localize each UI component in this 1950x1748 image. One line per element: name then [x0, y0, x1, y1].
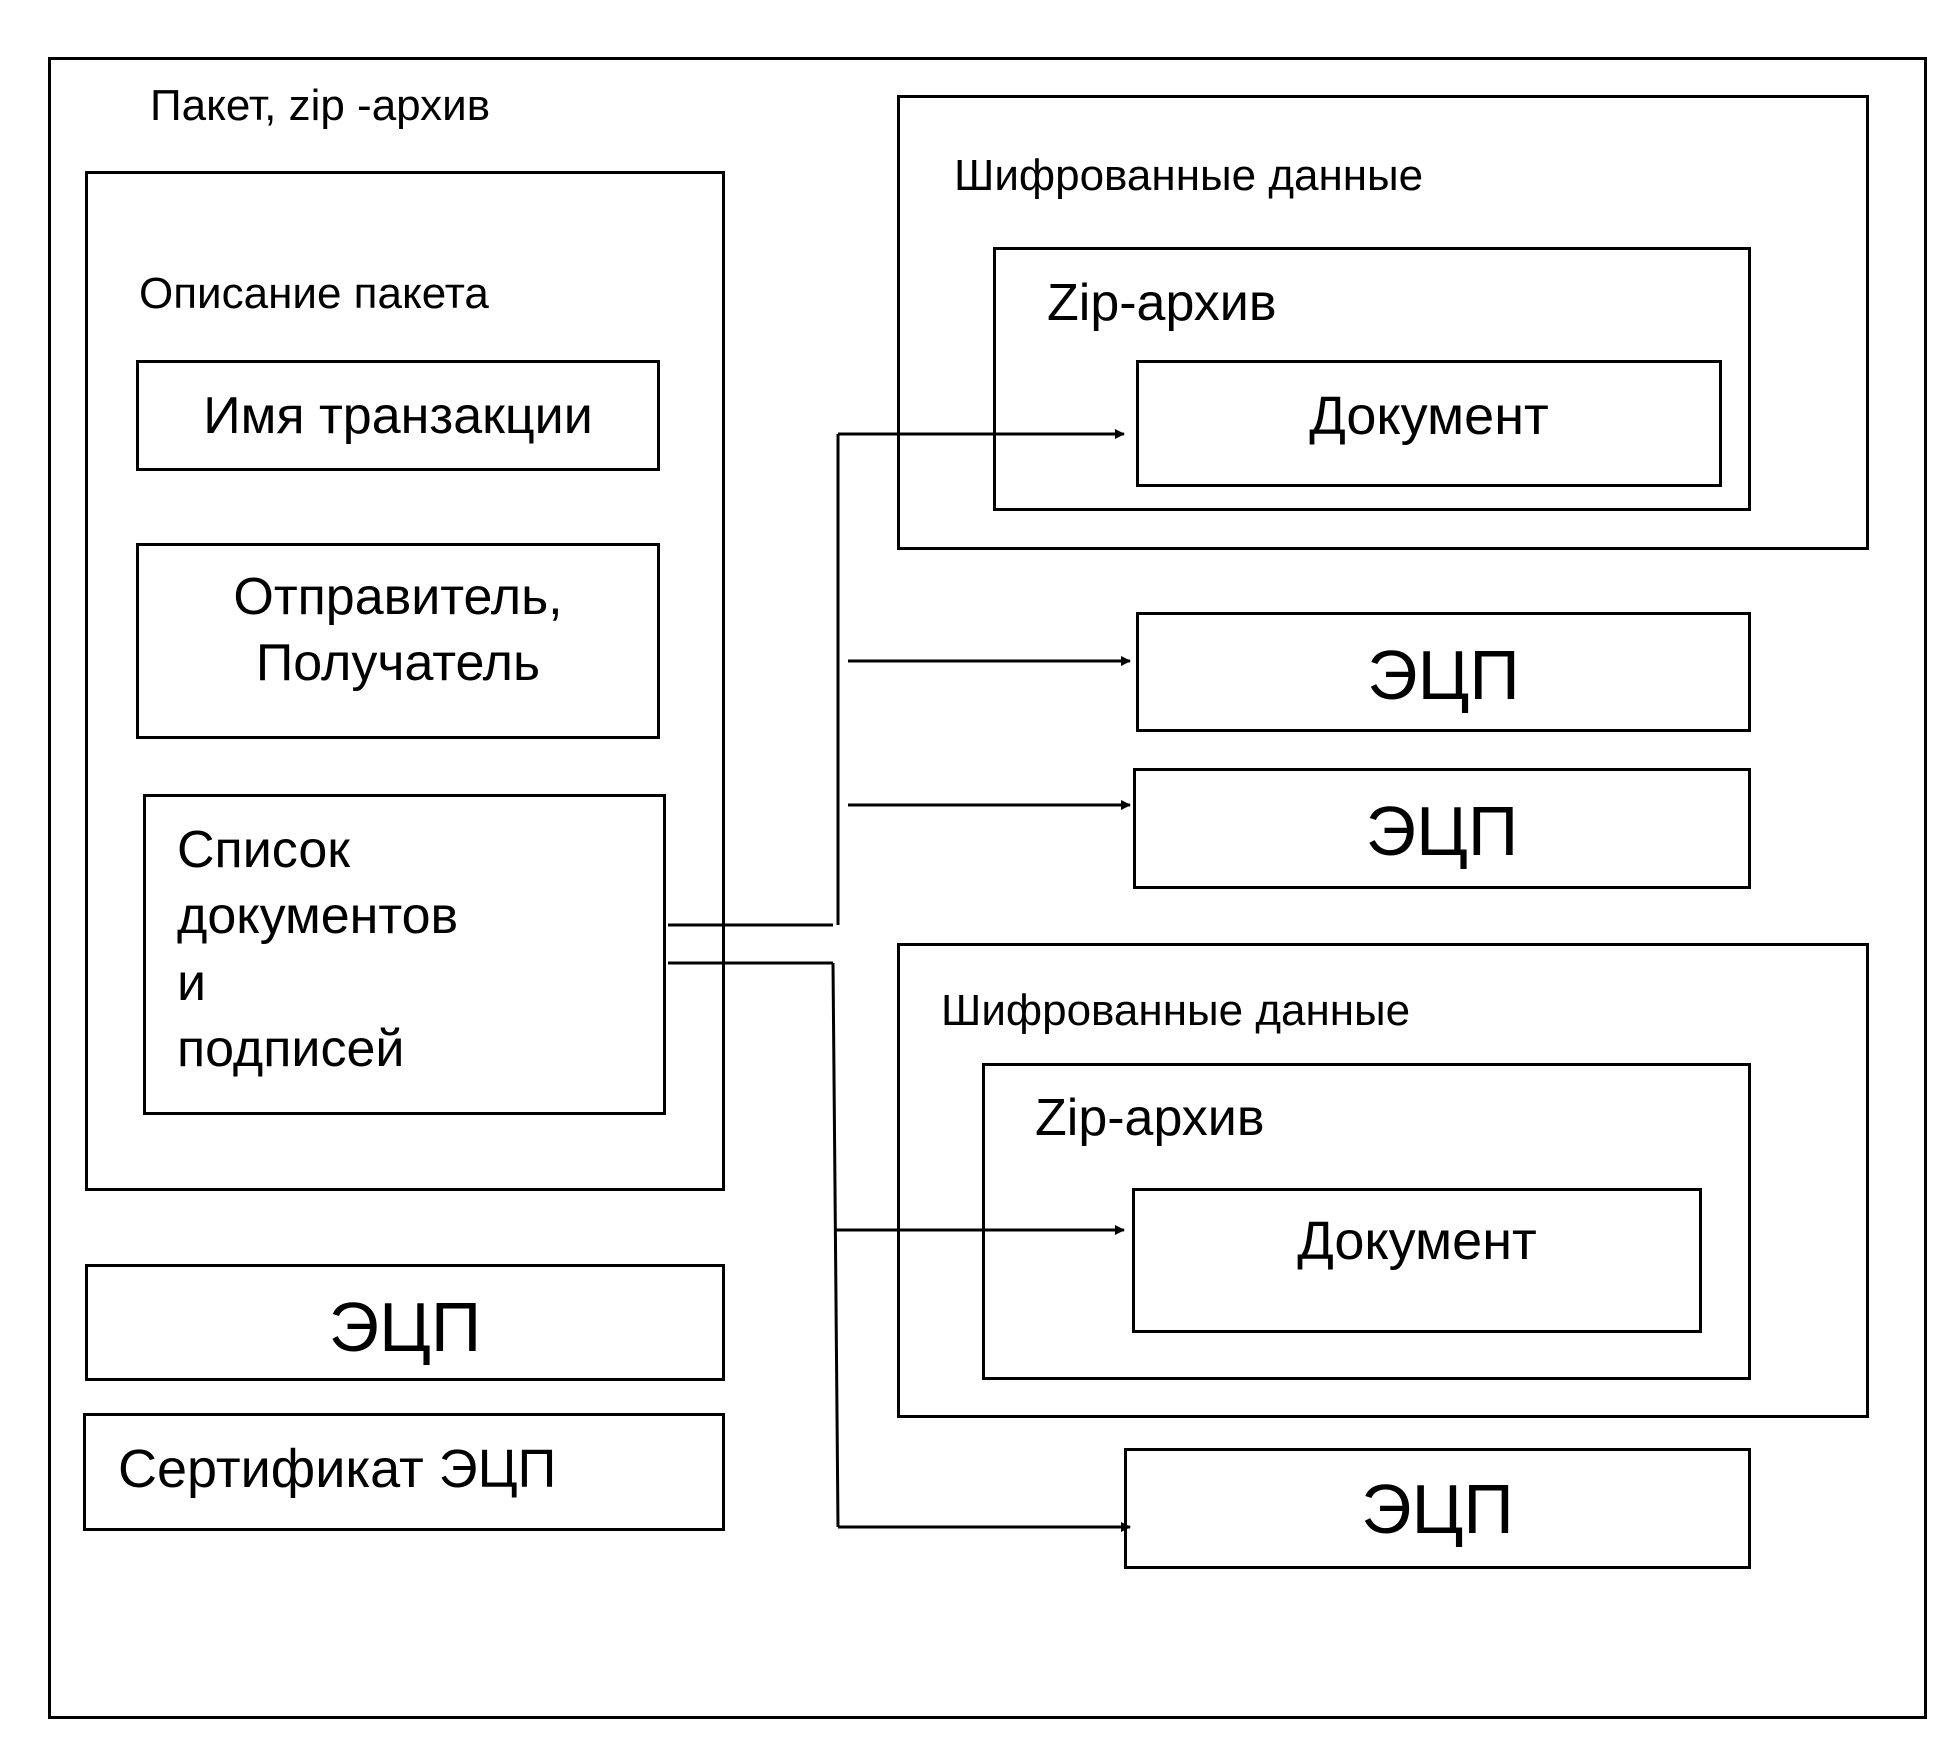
encrypted-data-frame-bottom	[897, 943, 1869, 1418]
zip-archive-frame-top	[993, 247, 1751, 511]
encrypted-data-title-bottom: Шифрованные данные	[941, 986, 1411, 1035]
signature-box-1	[1136, 612, 1751, 732]
sender-label: Отправитель,	[233, 568, 563, 626]
encrypted-data-title-top: Шифрованные данные	[954, 151, 1424, 200]
package-title: Пакет, zip -архив	[150, 81, 491, 130]
signature-label-2: ЭЦП	[1365, 792, 1519, 870]
package-signature-box	[85, 1264, 725, 1381]
zip-archive-title-bottom: Zip-архив	[1035, 1089, 1265, 1147]
encrypted-data-frame-top	[897, 95, 1869, 550]
package-description-frame	[85, 171, 725, 1191]
zip-archive-title-top: Zip-архив	[1047, 274, 1277, 332]
document-box-bottom	[1132, 1188, 1702, 1333]
document-box-top	[1136, 360, 1722, 487]
package-signature-label: ЭЦП	[328, 1288, 482, 1366]
document-label-top: Документ	[1309, 386, 1549, 446]
certificate-label: Сертификат ЭЦП	[118, 1439, 557, 1499]
signature-box-3	[1124, 1448, 1751, 1569]
package-description-title: Описание пакета	[139, 269, 489, 318]
transaction-name-box	[136, 360, 660, 471]
receiver-label: Получатель	[255, 634, 541, 692]
sender-receiver-box	[136, 543, 660, 739]
connector-line-bus-bottom-vertical	[831, 962, 840, 1528]
document-label-bottom: Документ	[1297, 1211, 1537, 1271]
signature-box-2	[1133, 768, 1751, 889]
document-list-line-3: и	[177, 954, 207, 1012]
signature-label-1: ЭЦП	[1367, 636, 1520, 714]
document-list-line-2: документов	[177, 887, 459, 945]
document-list-line-4: подписей	[177, 1020, 405, 1078]
package-frame	[48, 57, 1927, 1719]
document-list-line-1: Список	[177, 821, 351, 879]
zip-archive-frame-bottom	[982, 1063, 1751, 1380]
certificate-box	[83, 1413, 725, 1531]
document-list-box	[143, 794, 666, 1115]
transaction-name-label: Имя транзакции	[203, 387, 593, 445]
signature-label-3: ЭЦП	[1361, 1470, 1514, 1548]
